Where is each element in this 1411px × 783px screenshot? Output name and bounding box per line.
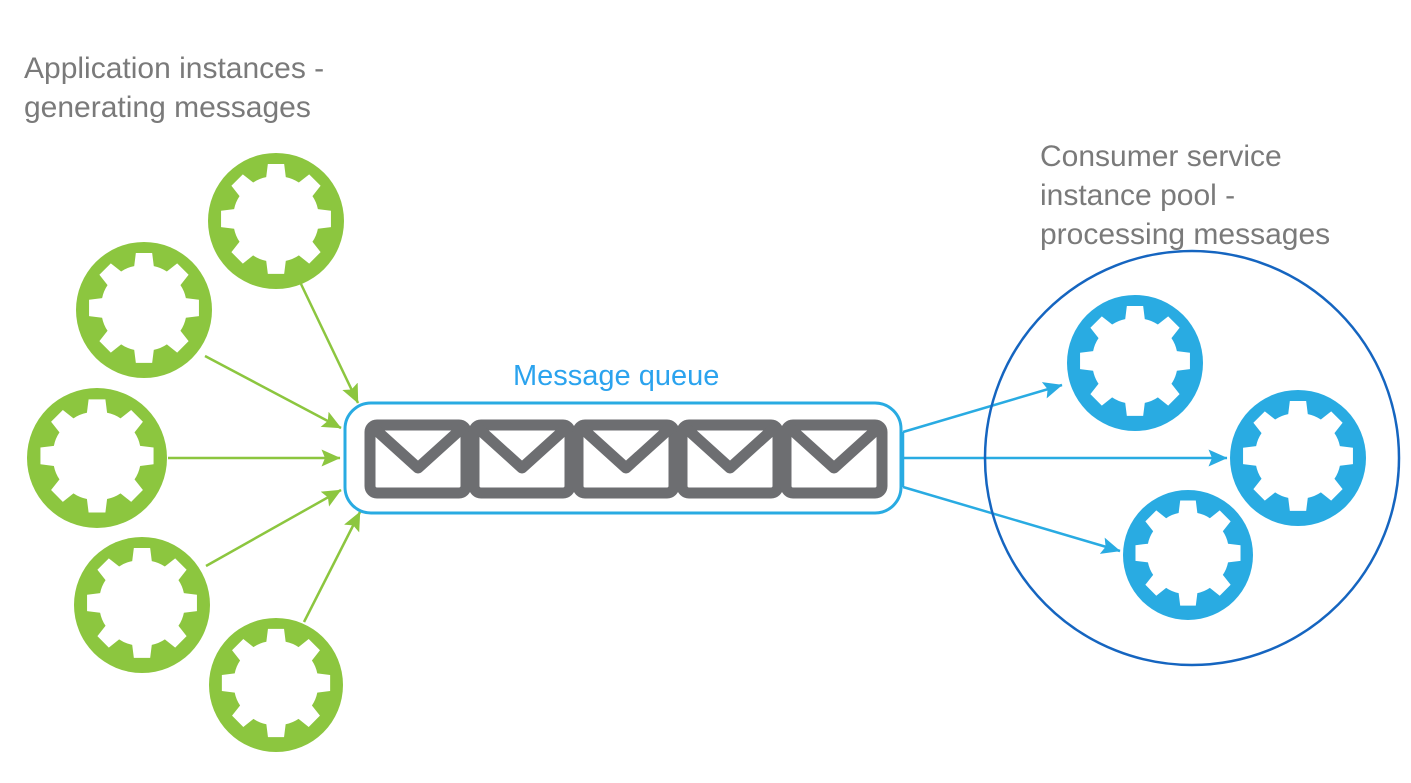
consumers-label-line-2: instance pool - — [1040, 179, 1235, 212]
producers-label-line-1: Application instances - — [24, 52, 324, 85]
consumers-label-line-1: Consumer service — [1040, 140, 1282, 173]
envelope-icon — [780, 419, 888, 499]
gear-icon — [1243, 401, 1353, 511]
consumer-arrows-group — [901, 382, 1228, 554]
producer-instance-3[interactable] — [27, 388, 167, 528]
envelope-flap-icon — [370, 424, 466, 474]
producer-instance-1[interactable] — [76, 242, 212, 378]
consumer-arrow-1 — [902, 382, 1063, 434]
queue-message-3[interactable] — [572, 419, 680, 499]
consumer-arrow-3 — [902, 485, 1121, 554]
producers-label: Application instances - generating messa… — [24, 52, 324, 124]
gear-icon — [221, 628, 331, 738]
queue-title: Message queue — [513, 360, 719, 392]
gear-icon — [40, 399, 154, 513]
envelope-icon — [468, 419, 576, 499]
queue-message-5[interactable] — [780, 419, 888, 499]
consumers-label-line-3: processing messages — [1040, 218, 1330, 251]
consumer-pool-boundary — [983, 249, 1401, 667]
gear-icon — [89, 253, 199, 363]
queue-message-2[interactable] — [468, 419, 576, 499]
producers-group — [27, 153, 344, 752]
envelope-icon — [676, 419, 784, 499]
gear-icon — [1135, 500, 1241, 606]
producer-arrow-4 — [205, 488, 342, 568]
consumers-group — [1067, 295, 1366, 620]
producer-instance-4[interactable] — [74, 537, 210, 673]
consumer-instance-3[interactable] — [1123, 490, 1253, 620]
envelope-icon — [364, 419, 472, 499]
envelope-flap-icon — [474, 424, 570, 474]
producer-arrow-2 — [299, 283, 360, 404]
gear-icon — [87, 548, 197, 658]
consumer-instance-1[interactable] — [1067, 295, 1203, 431]
gear-icon — [221, 164, 331, 274]
consumer-instance-2[interactable] — [1230, 390, 1366, 526]
envelope-icon — [572, 419, 680, 499]
envelope-flap-icon — [786, 424, 882, 474]
producer-arrow-5 — [302, 511, 362, 623]
gear-icon — [1080, 306, 1190, 416]
producer-instance-2[interactable] — [208, 153, 344, 289]
envelope-flap-icon — [682, 424, 778, 474]
producer-arrows-group — [168, 283, 362, 623]
queue-message-1[interactable] — [364, 419, 472, 499]
message-queue-box[interactable] — [343, 401, 903, 515]
queue-message-4[interactable] — [676, 419, 784, 499]
producer-instance-5[interactable] — [209, 618, 343, 752]
producers-label-line-2: generating messages — [24, 91, 311, 124]
consumers-label: Consumer service instance pool - process… — [1040, 140, 1330, 251]
envelope-flap-icon — [578, 424, 674, 474]
producer-arrow-1 — [204, 354, 342, 430]
